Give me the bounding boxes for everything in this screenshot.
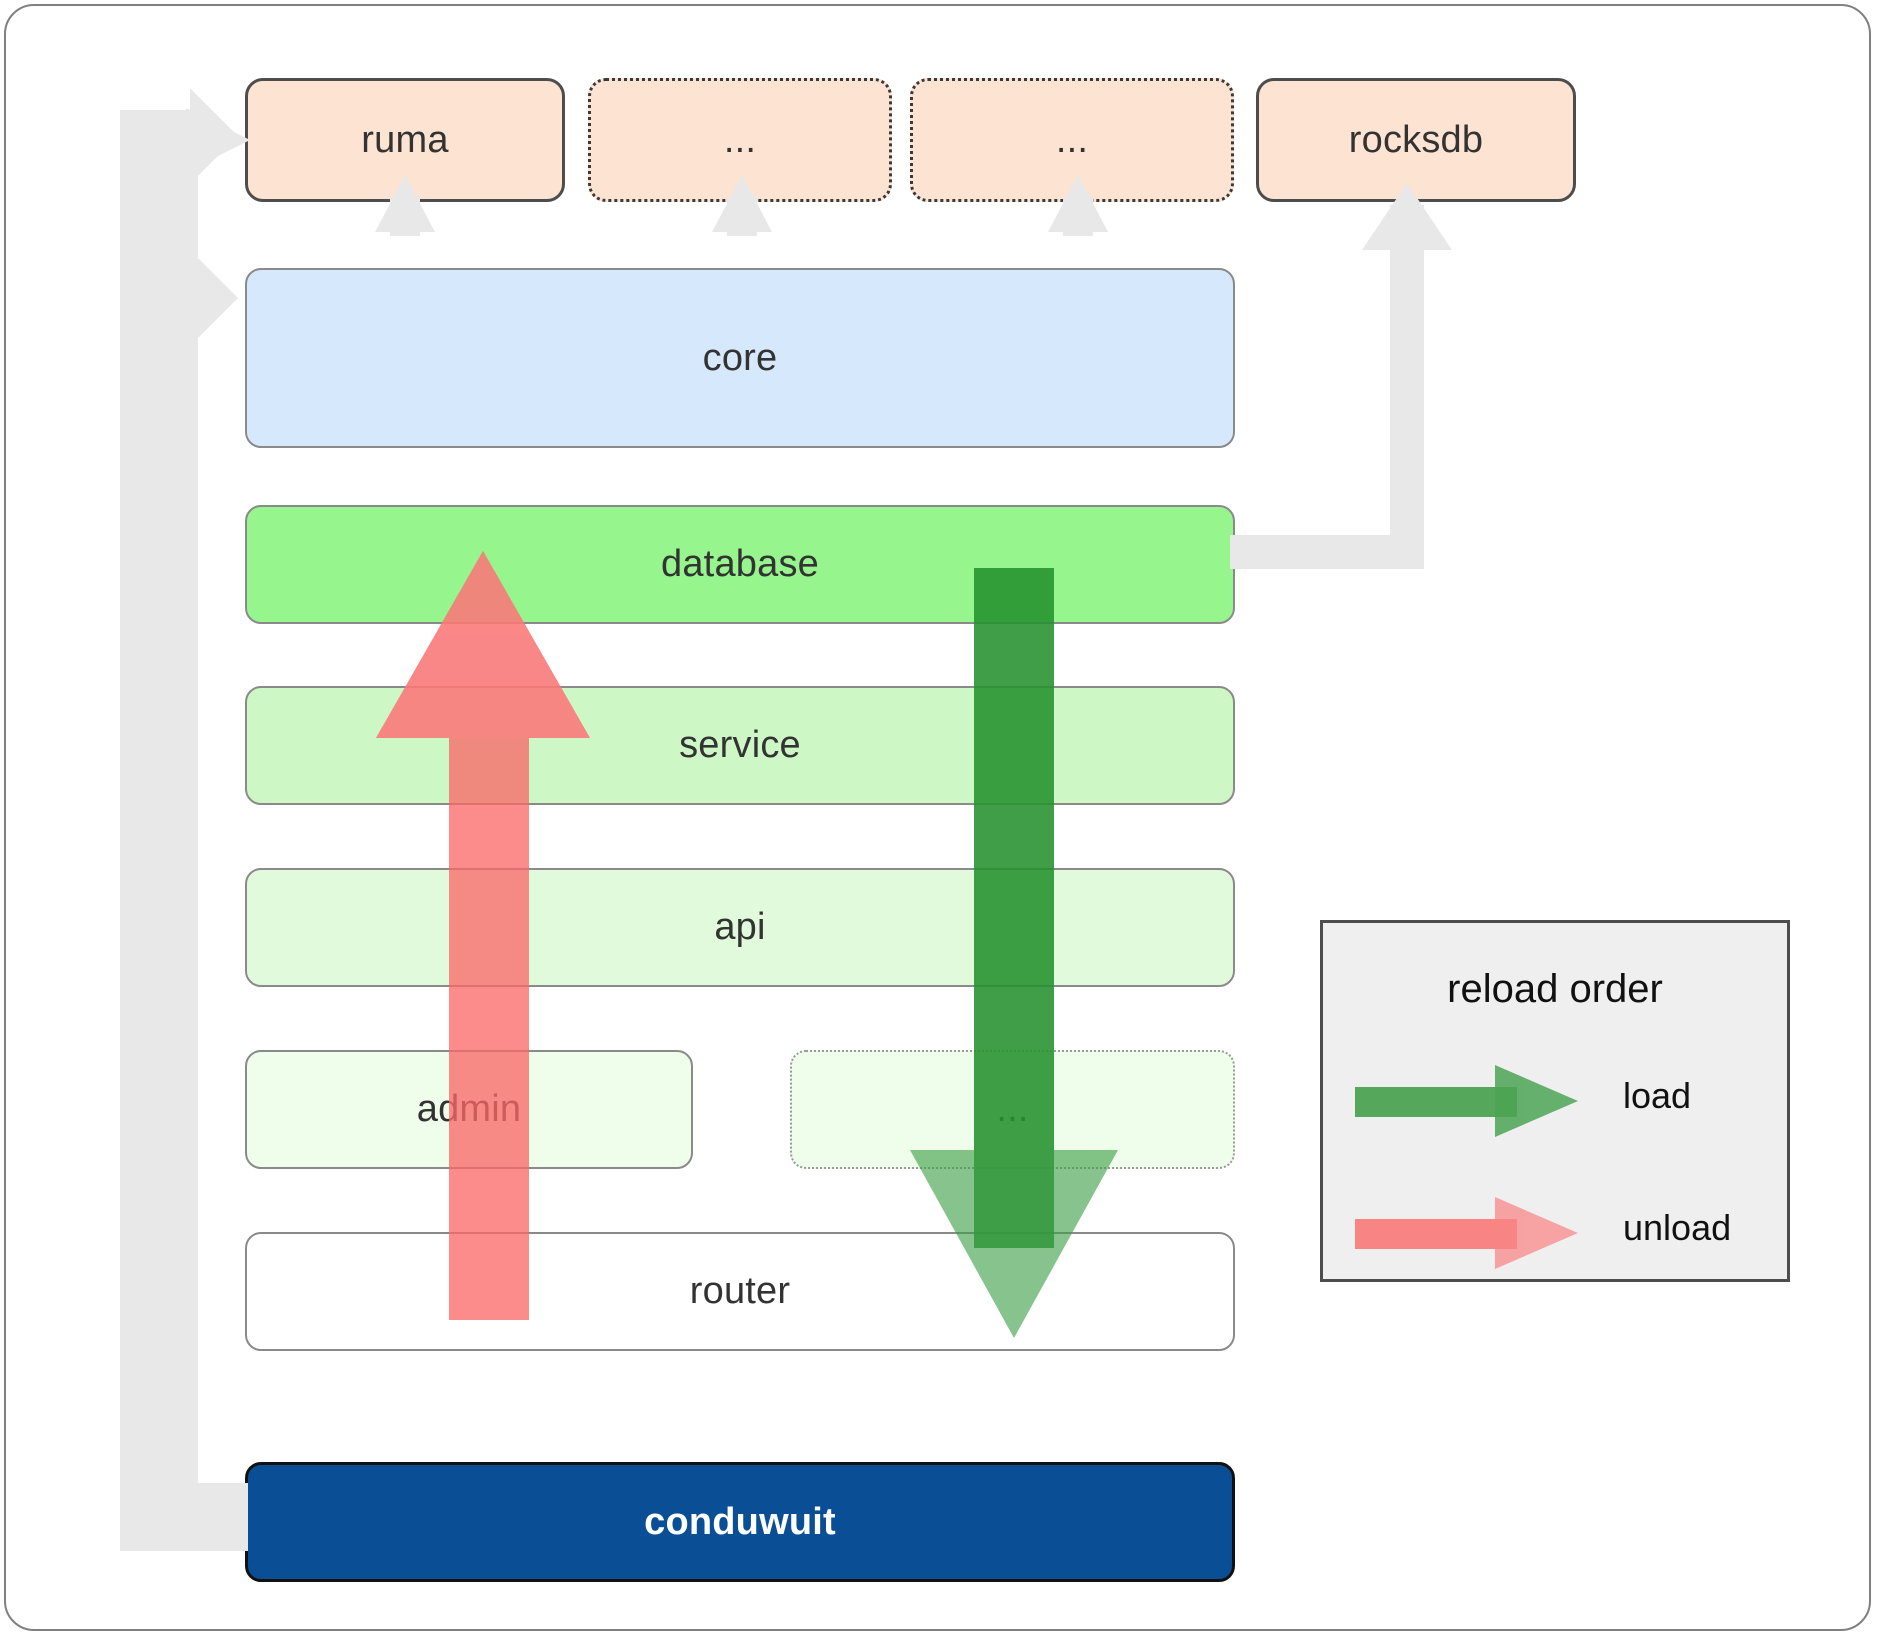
layer-box-service[interactable]: service	[245, 686, 1235, 805]
dependency-box-ruma[interactable]: ruma	[245, 78, 565, 202]
core-label: core	[702, 336, 778, 379]
diagram-frame	[4, 4, 1871, 1631]
layer-box-admin[interactable]: admin	[245, 1050, 693, 1169]
layer-label: database	[661, 543, 819, 585]
dependency-label: rocksdb	[1348, 118, 1484, 161]
unload-arrow-icon	[1355, 1197, 1578, 1269]
layer-box-database[interactable]: database	[245, 505, 1235, 624]
load-arrow-icon	[1355, 1065, 1578, 1137]
dependency-box-ellipsis-1[interactable]: ...	[588, 78, 892, 202]
legend-panel: reload order load	[1320, 920, 1790, 1282]
layer-label: ...	[996, 1088, 1029, 1130]
dependency-label: ...	[723, 118, 757, 161]
legend-title: reload order	[1447, 967, 1663, 1011]
layer-label: admin	[416, 1088, 522, 1130]
legend-row-load: load	[1323, 1051, 1787, 1151]
app-label: conduwuit	[644, 1500, 836, 1543]
layer-box-router[interactable]: router	[245, 1232, 1235, 1351]
app-box-conduwuit[interactable]: conduwuit	[245, 1462, 1235, 1582]
layer-label: service	[679, 724, 801, 766]
dependency-box-rocksdb[interactable]: rocksdb	[1256, 78, 1576, 202]
core-box[interactable]: core	[245, 268, 1235, 448]
dependency-label: ...	[1055, 118, 1089, 161]
layer-box-ellipsis[interactable]: ...	[790, 1050, 1235, 1169]
layer-label: api	[714, 906, 766, 948]
dependency-box-ellipsis-2[interactable]: ...	[910, 78, 1234, 202]
legend-row-unload: unload	[1323, 1183, 1787, 1283]
legend-label-unload: unload	[1623, 1207, 1732, 1248]
legend-label-load: load	[1623, 1075, 1692, 1116]
layer-box-api[interactable]: api	[245, 868, 1235, 987]
dependency-label: ruma	[361, 118, 449, 161]
layer-label: router	[689, 1270, 791, 1312]
